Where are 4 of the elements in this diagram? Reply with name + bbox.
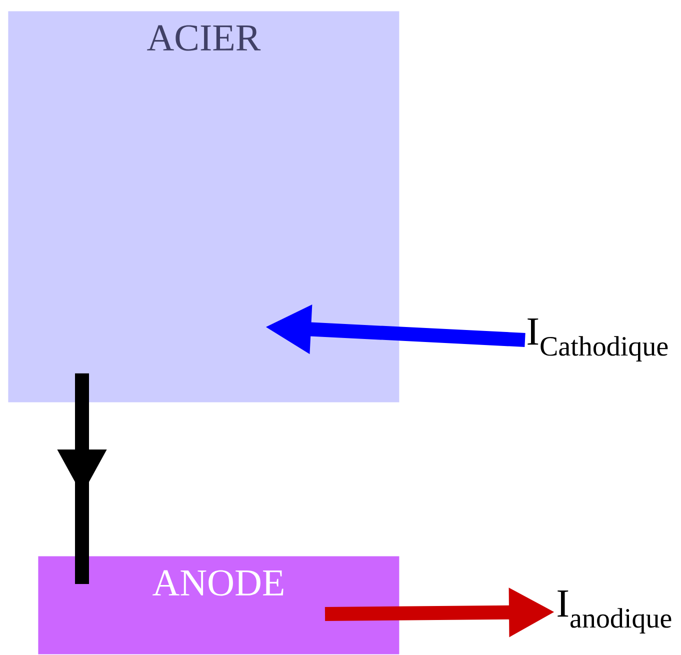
current-label: $\mathrm{I}_{\mathrm{anodique}}$	[558, 590, 672, 634]
block-box: ACIER	[8, 11, 400, 402]
current-label: $\mathrm{I}_{\mathrm{Cathodique}}$	[528, 318, 668, 362]
block-box: ANODE	[38, 556, 400, 654]
